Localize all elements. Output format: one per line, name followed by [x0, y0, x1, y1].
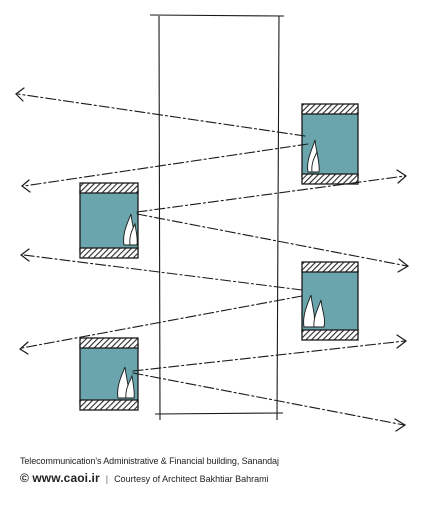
- sight-line: [132, 340, 406, 372]
- window-left-lower: [79, 337, 139, 411]
- plant-right-lower: [303, 294, 325, 328]
- arrowheads: [15, 87, 410, 432]
- sight-line: [23, 143, 309, 187]
- sight-lines: [17, 93, 408, 426]
- sight-line: [21, 295, 303, 349]
- arrowhead: [396, 169, 407, 184]
- sight-line: [23, 254, 303, 291]
- credit-caption: © www.caoi.ir | Courtesy of Architect Bakh…: [20, 471, 269, 485]
- sight-line: [136, 213, 408, 267]
- arrowhead: [15, 87, 25, 102]
- arrowhead: [394, 418, 407, 432]
- arrowhead: [21, 179, 31, 193]
- arrowhead: [396, 334, 408, 349]
- courtesy-credit: Courtesy of Architect Bakhtiar Bahrami: [114, 474, 269, 484]
- sight-line: [136, 175, 406, 213]
- website-link[interactable]: © www.caoi.ir: [20, 471, 100, 485]
- plant-left-lower: [117, 366, 135, 399]
- arrowhead: [18, 341, 29, 355]
- central-tower: [149, 14, 285, 421]
- project-title: Telecommunication's Administrative & Fin…: [20, 456, 279, 466]
- arrowhead: [397, 258, 410, 273]
- project-caption: Telecommunication's Administrative & Fin…: [20, 456, 279, 466]
- arrowhead: [20, 248, 30, 262]
- plant-right-upper: [307, 139, 320, 173]
- separator: |: [105, 474, 109, 484]
- sight-line: [132, 372, 405, 426]
- sight-line: [17, 93, 306, 137]
- section-diagram: [15, 14, 410, 432]
- plant-left-upper: [123, 213, 138, 246]
